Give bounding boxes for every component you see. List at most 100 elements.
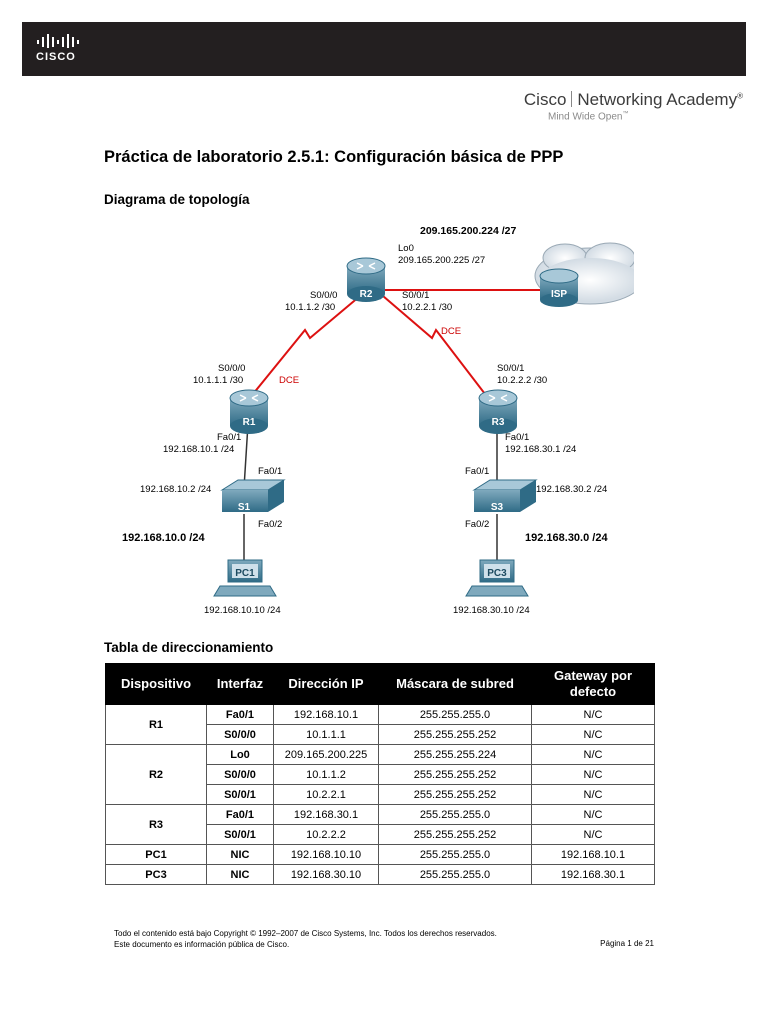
s3-label: S3 [491,502,504,513]
cisco-wordmark: CISCO [36,51,76,63]
header-ip: Dirección IP [273,663,379,705]
pc1-label: PC1 [235,568,255,579]
lo0-network-label: 209.165.200.224 /27 [420,225,517,237]
footer-line-1: Todo el contenido está bajo Copyright © … [114,929,497,938]
lo0-ip-label: 209.165.200.225 /27 [398,255,485,266]
r2-s001-label: S0/0/1 [402,290,429,301]
gateway-cell: N/C [531,724,655,745]
gateway-cell: N/C [531,824,655,845]
academy-cisco: Cisco [523,90,567,109]
switch-s1-icon [220,479,286,512]
isp-label: ISP [551,289,567,300]
dce-r2-r3-label: DCE [441,326,461,337]
router-r2-icon [346,257,386,302]
lan3-label: 192.168.30.0 /24 [525,532,608,544]
ip-cell: 10.2.2.1 [273,784,379,805]
interface-cell: NIC [206,864,274,885]
header-device: Dispositivo [105,663,207,705]
gateway-cell: N/C [531,744,655,765]
mask-cell: 255.255.255.252 [378,784,532,805]
device-cell: PC3 [105,864,207,885]
s3-fa01-label: Fa0/1 [465,466,489,477]
r1-label: R1 [243,417,256,428]
header-bar: CISCO [22,22,746,76]
r1-fa-label: Fa0/1 [217,432,241,443]
r3-s001-label: S0/0/1 [497,363,524,374]
r3-s001-ip: 10.2.2.2 /30 [497,375,547,386]
interface-cell: Fa0/1 [206,804,274,825]
interface-cell: Lo0 [206,744,274,765]
table-row: R1 Fa0/1 192.168.10.1 255.255.255.0 N/C [105,704,655,745]
pc3-icon [465,559,529,597]
link-r1-r2 [252,295,361,395]
gateway-cell: N/C [531,804,655,825]
academy-tagline: Mind Wide Open™ [548,111,629,123]
mask-cell: 255.255.255.252 [378,724,532,745]
router-r1-icon [229,389,269,434]
academy-reg: ® [737,91,743,101]
dce-r1-label: DCE [279,375,299,386]
table-row: PC3 NIC 192.168.30.10 255.255.255.0 192.… [105,864,655,885]
ip-cell: 209.165.200.225 [273,744,379,765]
topology-diagram: R2 ISP R1 R3 S1 S3 PC1 PC3 209.165.200.2… [122,225,634,616]
device-cell: R2 [105,744,207,805]
pc3-ip: 192.168.30.10 /24 [453,605,530,616]
s1-label: S1 [238,502,251,513]
cisco-logo: CISCO [36,34,96,66]
table-row: R3 Fa0/1 192.168.30.1 255.255.255.0 N/C [105,804,655,845]
table-row: PC1 NIC 192.168.10.10 255.255.255.0 192.… [105,844,655,865]
pc1-icon [213,559,277,597]
gateway-cell: N/C [531,704,655,725]
device-cell: R3 [105,804,207,845]
s1-fa01-label: Fa0/1 [258,466,282,477]
gateway-cell: N/C [531,784,655,805]
ip-cell: 192.168.30.10 [273,864,379,885]
pc3-label: PC3 [487,568,507,579]
r1-s000-ip: 10.1.1.1 /30 [193,375,243,386]
link-r1-s1 [243,423,249,489]
s1-ip: 192.168.10.2 /24 [140,484,211,495]
switch-s3-icon [472,479,538,512]
s3-ip: 192.168.30.2 /24 [536,484,607,495]
r2-label: R2 [360,289,373,300]
gateway-cell: 192.168.30.1 [531,864,655,885]
mask-cell: 255.255.255.252 [378,764,532,785]
addressing-table: Dispositivo Interfaz Dirección IP Máscar… [105,663,655,885]
r3-fa-ip: 192.168.30.1 /24 [505,444,576,455]
gateway-cell: N/C [531,764,655,785]
interface-cell: S0/0/0 [206,724,274,745]
mask-cell: 255.255.255.0 [378,804,532,825]
header-mask: Máscara de subred [378,663,532,705]
r2-s000-label: S0/0/0 [310,290,337,301]
mask-cell: 255.255.255.224 [378,744,532,765]
device-cell: PC1 [105,844,207,865]
footer-line-2: Este documento es información pública de… [114,939,290,949]
table-row: R2 Lo0 209.165.200.225 255.255.255.224 N… [105,744,655,805]
r3-label: R3 [492,417,505,428]
router-r3-icon [478,389,518,434]
topology-heading: Diagrama de topología [104,192,250,207]
interface-cell: S0/0/0 [206,764,274,785]
link-r2-r3 [382,295,486,395]
pc1-ip: 192.168.10.10 /24 [204,605,281,616]
router-isp-icon [539,268,579,307]
footer-copyright: Todo el contenido está bajo Copyright © … [114,929,497,950]
gateway-cell: 192.168.10.1 [531,844,655,865]
page-number: Página 1 de 21 [600,939,654,948]
lo0-label: Lo0 [398,243,414,254]
page-title: Práctica de laboratorio 2.5.1: Configura… [104,148,564,166]
r1-fa-ip: 192.168.10.1 /24 [163,444,234,455]
ip-cell: 10.1.1.2 [273,764,379,785]
r3-fa-label: Fa0/1 [505,432,529,443]
ip-cell: 192.168.10.10 [273,844,379,865]
interface-cell: S0/0/1 [206,824,274,845]
table-row: S0/0/0 10.1.1.1 255.255.255.252 N/C [106,724,655,745]
table-heading: Tabla de direccionamiento [104,640,274,655]
table-header-row: Dispositivo Interfaz Dirección IP Máscar… [105,663,655,705]
cisco-bars-icon [37,34,79,48]
mask-cell: 255.255.255.0 [378,844,532,865]
ip-cell: 192.168.10.1 [273,704,379,725]
r1-s000-label: S0/0/0 [218,363,245,374]
